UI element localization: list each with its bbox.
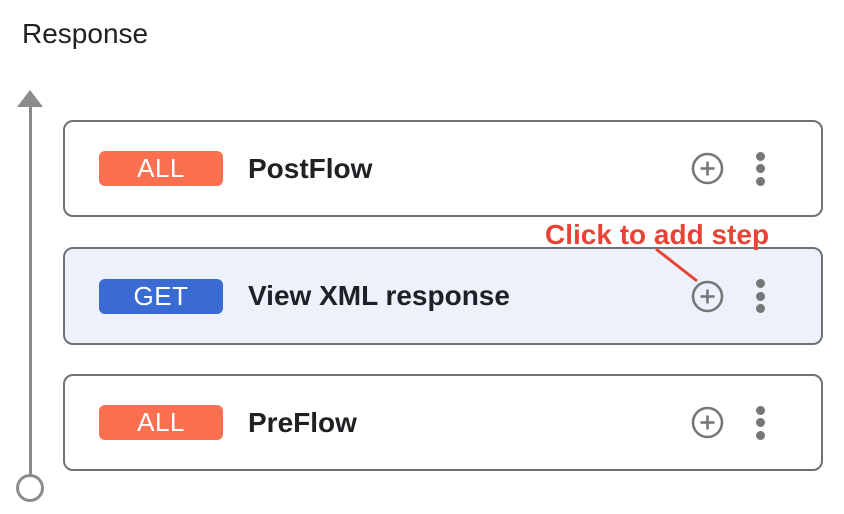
up-arrow-icon xyxy=(17,90,43,107)
method-badge-all: ALL xyxy=(99,151,223,186)
circle-node-icon xyxy=(16,474,44,502)
plus-circle-icon xyxy=(691,406,724,439)
flow-name: PreFlow xyxy=(248,406,357,438)
kebab-menu-icon xyxy=(756,405,765,440)
flow-name: View XML response xyxy=(248,280,510,311)
annotation-click-to-add-step: Click to add step xyxy=(545,219,770,250)
add-step-button[interactable] xyxy=(691,152,724,185)
kebab-menu-icon xyxy=(756,151,765,186)
flow-name: PostFlow xyxy=(248,152,373,184)
plus-circle-icon xyxy=(691,280,724,312)
flow-card-view-xml-response[interactable]: GET View XML response xyxy=(63,247,823,345)
plus-circle-icon xyxy=(691,152,724,185)
flow-card-preflow[interactable]: ALL PreFlow xyxy=(63,374,823,471)
kebab-menu-icon xyxy=(756,279,765,313)
add-step-button[interactable] xyxy=(691,406,724,439)
flow-timeline-line xyxy=(28,104,32,476)
method-badge-all: ALL xyxy=(99,405,223,440)
more-options-button[interactable] xyxy=(756,405,765,440)
page-title: Response xyxy=(22,18,149,49)
flow-card-postflow[interactable]: ALL PostFlow xyxy=(63,120,823,217)
add-step-button[interactable] xyxy=(691,280,724,313)
method-badge-get: GET xyxy=(99,278,223,314)
more-options-button[interactable] xyxy=(756,279,765,313)
more-options-button[interactable] xyxy=(756,151,765,186)
